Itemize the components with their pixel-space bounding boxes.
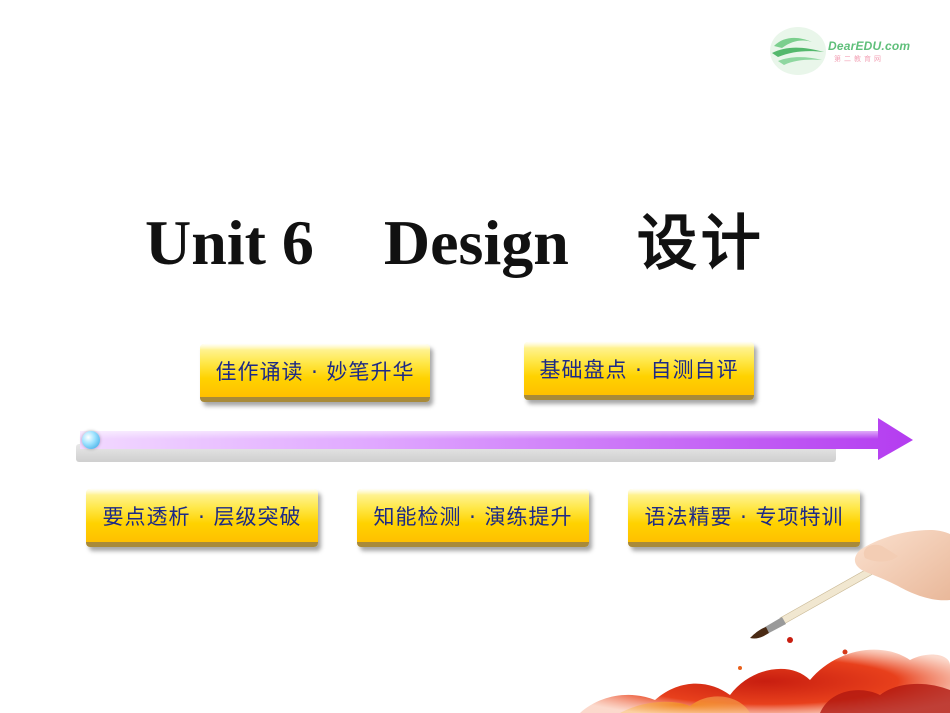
title-unit: Unit 6 — [145, 207, 314, 278]
timeline-start-dot — [82, 431, 100, 449]
site-logo: DearEDU.com 第二教育网 — [768, 22, 930, 80]
title-topic: Design — [383, 207, 569, 278]
menu-button-label: 要点透析 · 层级突破 — [102, 504, 302, 529]
timeline-arrow — [80, 418, 913, 460]
title-chinese: 设计 — [636, 209, 765, 279]
menu-button-keypoints[interactable]: 要点透析 · 层级突破 — [86, 489, 318, 547]
menu-button-label: 佳作诵读 · 妙笔升华 — [215, 359, 415, 384]
menu-button-reading[interactable]: 佳作诵读 · 妙笔升华 — [200, 344, 430, 402]
logo-subtext: 第二教育网 — [834, 55, 884, 63]
painting-hand-illustration — [580, 530, 950, 713]
menu-button-label: 知能检测 · 演练提升 — [373, 504, 573, 529]
menu-button-label: 语法精要 · 专项特训 — [644, 504, 844, 529]
logo-wave-icon — [770, 27, 826, 75]
menu-button-basics[interactable]: 基础盘点 · 自测自评 — [524, 342, 754, 400]
menu-button-label: 基础盘点 · 自测自评 — [539, 357, 739, 382]
menu-button-grammar[interactable]: 语法精要 · 专项特训 — [628, 489, 860, 547]
logo-text: DearEDU.com — [828, 39, 911, 53]
menu-button-practice[interactable]: 知能检测 · 演练提升 — [357, 489, 589, 547]
page-title: Unit 6 Design 设计 — [145, 195, 765, 279]
